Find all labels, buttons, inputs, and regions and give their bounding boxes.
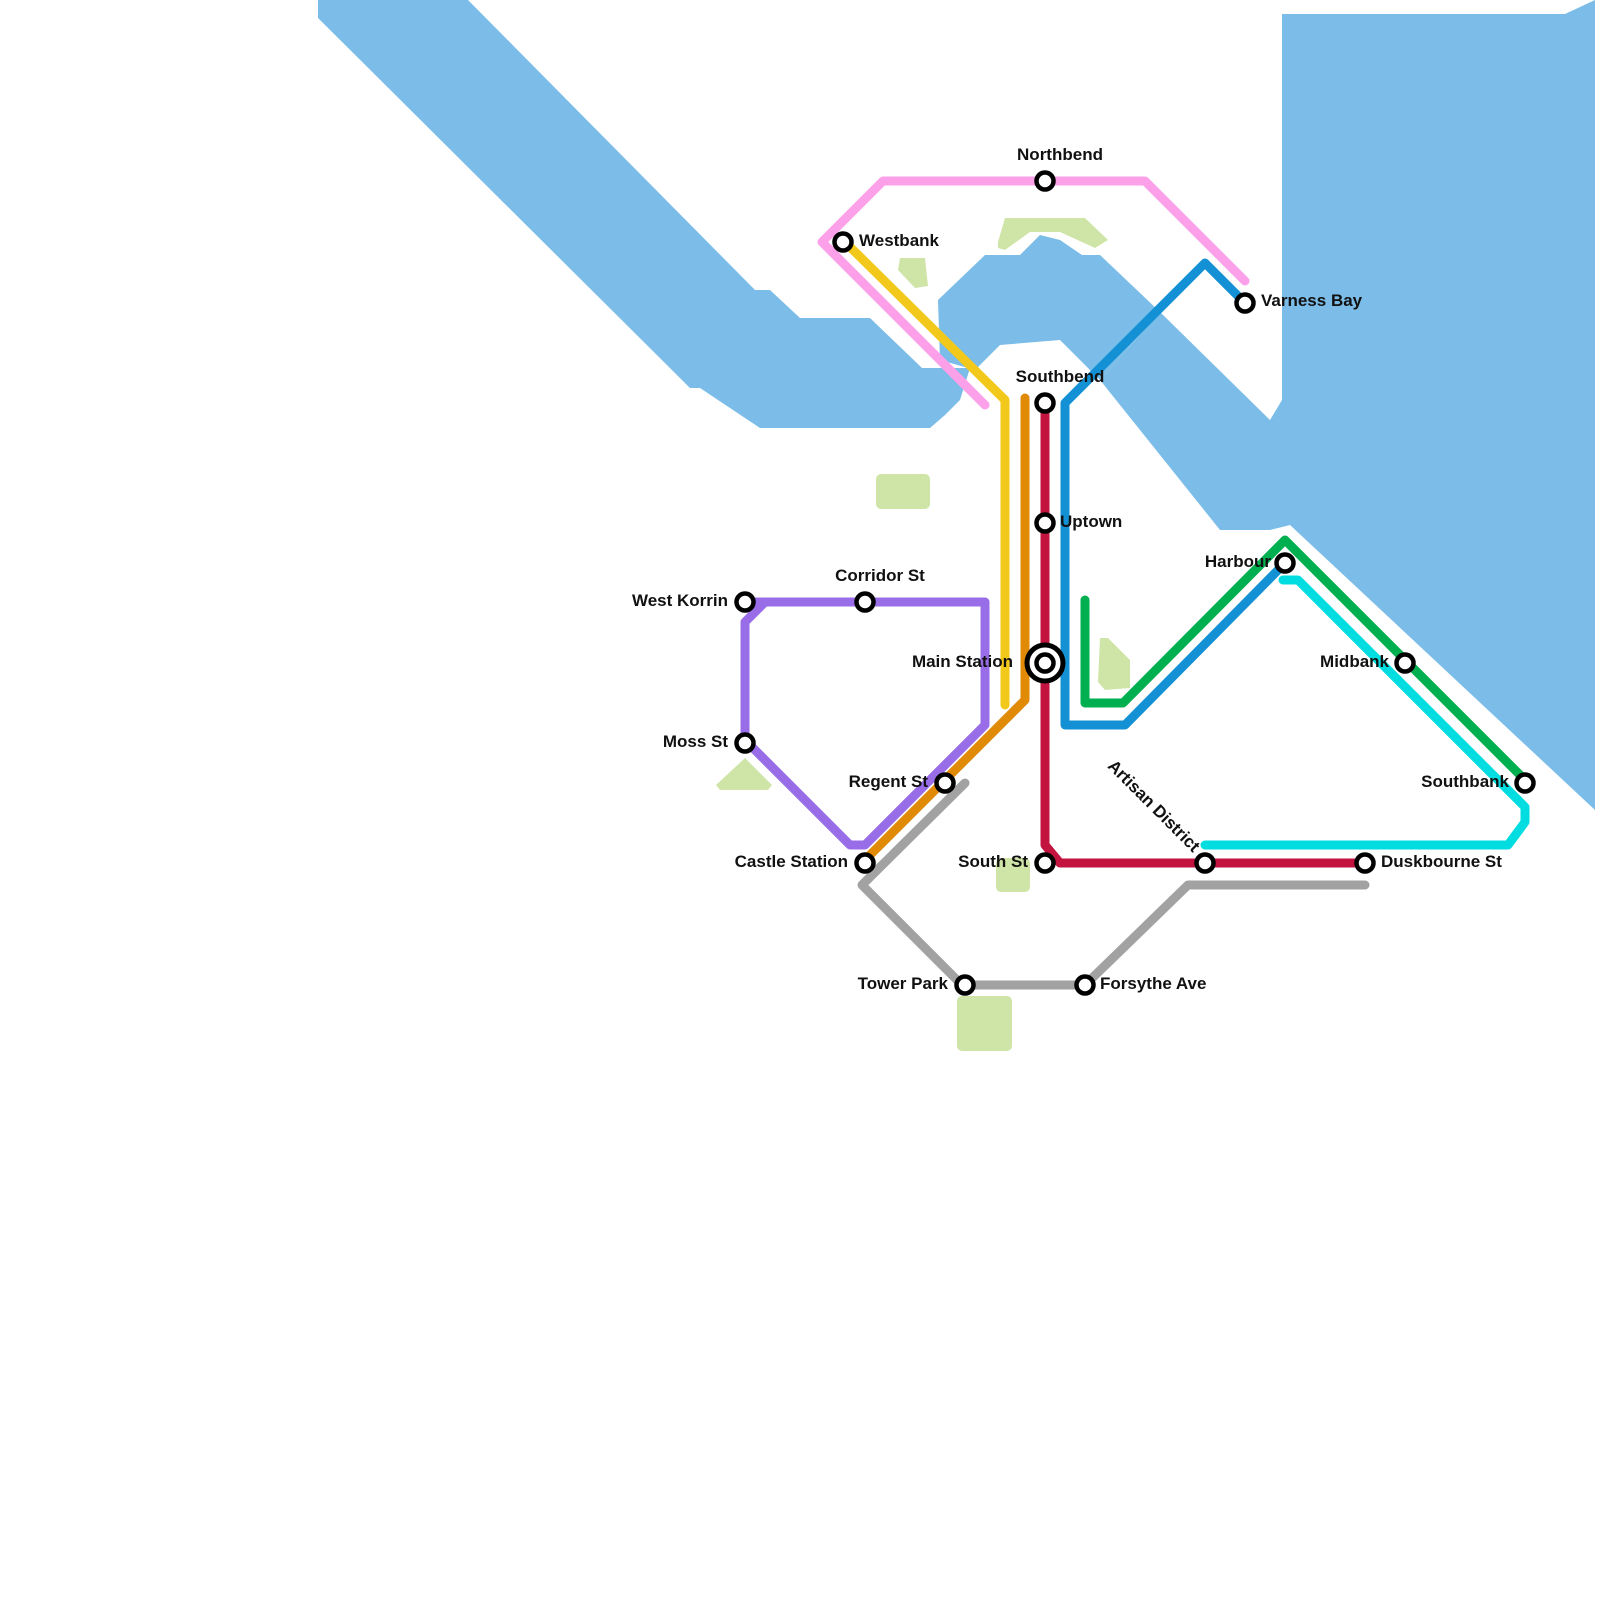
- park-north-lake: [998, 218, 1108, 250]
- label-northbend: Northbend: [1017, 145, 1103, 164]
- station-marker-harbour[interactable]: [1274, 552, 1296, 574]
- station-marker-westbank[interactable]: [832, 231, 854, 253]
- label-midbank: Midbank: [1320, 652, 1389, 671]
- line-cyan: [1200, 575, 1530, 850]
- parks: [716, 218, 1130, 1051]
- water-east-sea: [1270, 0, 1595, 810]
- park-small-north: [898, 258, 928, 288]
- water-central-lake: [938, 235, 1160, 380]
- station-marker-uptown[interactable]: [1034, 512, 1056, 534]
- line-grey: [857, 778, 1370, 990]
- park-moss: [716, 758, 772, 790]
- park-south-st: [996, 858, 1030, 892]
- station-marker-artisan-district[interactable]: [1194, 852, 1216, 874]
- water-east-channel: [1100, 312, 1270, 530]
- station-marker-tower-park[interactable]: [954, 974, 976, 996]
- label-south-st: South St: [958, 852, 1028, 871]
- station-marker-southbend[interactable]: [1034, 392, 1056, 414]
- station-marker-duskbourne-st[interactable]: [1354, 852, 1376, 874]
- line-yellow: [840, 237, 1010, 710]
- line-purple: [740, 597, 990, 850]
- station-marker-regent-st[interactable]: [934, 772, 956, 794]
- station-marker-northbend[interactable]: [1034, 170, 1056, 192]
- stations: [734, 170, 1536, 996]
- label-regent-st: Regent St: [849, 772, 929, 791]
- water-river-northwest: [318, 0, 970, 428]
- station-marker-moss-st[interactable]: [734, 732, 756, 754]
- label-castle-station: Castle Station: [735, 852, 848, 871]
- label-tower-park: Tower Park: [858, 974, 949, 993]
- station-marker-castle-station[interactable]: [854, 852, 876, 874]
- label-southbank: Southbank: [1421, 772, 1509, 791]
- label-duskbourne-st: Duskbourne St: [1381, 852, 1502, 871]
- label-forsythe-ave: Forsythe Ave: [1100, 974, 1206, 993]
- station-marker-main-station[interactable]: [1024, 642, 1066, 684]
- station-marker-varness-bay[interactable]: [1234, 292, 1256, 314]
- park-east-small: [1098, 638, 1130, 690]
- station-marker-southbank[interactable]: [1514, 772, 1536, 794]
- line-blue: [1060, 258, 1290, 730]
- station-marker-west-korrin[interactable]: [734, 591, 756, 613]
- station-marker-forsythe-ave[interactable]: [1074, 974, 1096, 996]
- label-corridor-st: Corridor St: [835, 566, 925, 585]
- park-tower: [957, 996, 1012, 1051]
- station-marker-corridor-st[interactable]: [854, 591, 876, 613]
- label-artisan-district: Artisan District: [1104, 756, 1204, 856]
- label-moss-st: Moss St: [663, 732, 729, 751]
- label-main-station: Main Station: [912, 652, 1013, 671]
- line-pink: [817, 176, 1250, 410]
- station-marker-south-st[interactable]: [1034, 852, 1056, 874]
- line-orange: [860, 393, 1030, 865]
- label-west-korrin: West Korrin: [632, 591, 728, 610]
- line-green: [1080, 535, 1530, 785]
- label-southbend: Southbend: [1016, 367, 1105, 386]
- label-varness-bay: Varness Bay: [1261, 291, 1363, 310]
- park-center-west: [876, 474, 930, 509]
- label-westbank: Westbank: [859, 231, 940, 250]
- station-marker-midbank[interactable]: [1394, 652, 1416, 674]
- label-uptown: Uptown: [1060, 512, 1122, 531]
- water-bodies: [318, 0, 1595, 810]
- label-harbour: Harbour: [1205, 552, 1272, 571]
